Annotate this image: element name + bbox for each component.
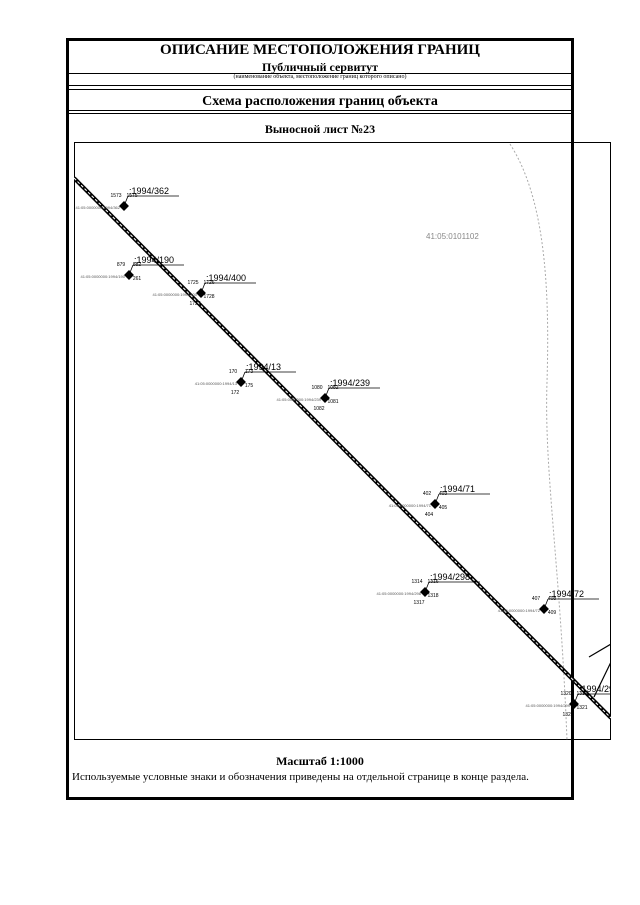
point-number: 882	[133, 262, 142, 268]
adjacent-boundary-line	[593, 661, 611, 698]
point-number: 1082	[327, 385, 338, 391]
point-number: 1573	[110, 193, 121, 199]
point-number: 1728	[203, 294, 214, 300]
point-number: 170	[229, 369, 238, 375]
point-number: 1725	[187, 280, 198, 286]
map-border	[74, 142, 611, 740]
point-number: 1081	[327, 399, 338, 405]
point-number: 879	[117, 262, 126, 268]
servitude-strip-center	[74, 177, 611, 719]
point-number: 1080	[311, 385, 322, 391]
point-number: 1317	[413, 600, 424, 606]
parcel-leader-line	[434, 493, 440, 505]
point-number: 172	[231, 390, 240, 396]
point-number: 1320	[560, 691, 571, 697]
parcel-leader-line	[543, 598, 549, 610]
parcel-cadastral-number: 41:05:0000000:1994/13	[195, 381, 238, 386]
point-number: 1319	[576, 691, 587, 697]
parcel-leader-line	[424, 581, 430, 593]
legend-note: Используемые условные знаки и обозначени…	[72, 771, 529, 783]
point-number: 1314	[411, 579, 422, 585]
parcel-label: :1994/299	[579, 684, 611, 694]
scheme-title: Схема расположения границ объекта	[202, 94, 438, 109]
point-number: 409	[548, 610, 557, 616]
point-number: 402	[423, 491, 432, 497]
divider	[68, 85, 572, 86]
point-number: 1575	[126, 193, 137, 199]
object-caption: (наименование объекта, местоположение гр…	[233, 74, 407, 80]
parcel-cadastral-number: 41:05:0000000:1994/299	[526, 703, 571, 708]
divider	[68, 113, 572, 114]
parcel-cadastral-number: 41:05:0000000:1994/400	[153, 292, 198, 297]
divider	[68, 89, 572, 90]
map-scale: Масштаб 1:1000	[276, 754, 364, 768]
point-number: 1316	[427, 579, 438, 585]
parcel-cadastral-number: 41:05:0000000:1994/362	[76, 205, 121, 210]
parcel-leader-line	[240, 371, 246, 383]
parcel-label: :1994/190	[134, 255, 174, 265]
divider	[68, 110, 572, 111]
point-number: 407	[532, 596, 541, 602]
parcel-leader-line	[128, 264, 134, 276]
parcel-cadastral-number: 41:05:0000000:1994/298	[377, 591, 422, 596]
parcel-label: :1994/72	[549, 589, 584, 599]
document-inner-frame	[68, 40, 572, 798]
point-number: 173	[245, 369, 254, 375]
sheet-title: Выносной лист №23	[264, 122, 376, 136]
point-number: 1726	[203, 280, 214, 286]
parcel-leader-line	[324, 387, 330, 399]
parcel-label: :1994/239	[330, 378, 370, 388]
parcel-label: :1994/298	[430, 572, 470, 582]
parcel-cadastral-number: 41:05:0000000:1994/72	[498, 608, 541, 613]
point-number: 1321	[576, 705, 587, 711]
parcel-label: :1994/71	[440, 484, 475, 494]
document-title: ОПИСАНИЕ МЕСТОПОЛОЖЕНИЯ ГРАНИЦ	[160, 42, 480, 58]
map-area: 41:05:0101102 :1994/362 41:05:0000000:199…	[74, 142, 611, 740]
parcel-label: :1994/362	[129, 186, 169, 196]
parcel-cadastral-number: 41:05:0000000:1994/71	[389, 503, 432, 508]
point-number: 1727	[189, 301, 200, 307]
parcel-cadastral-number: 41:05:0000000:1994/239	[277, 397, 322, 402]
point-number: 408	[548, 596, 557, 602]
divider	[68, 73, 572, 74]
point-number: 175	[245, 383, 254, 389]
parcel-leader-line	[573, 693, 579, 705]
point-number: 1322	[562, 712, 573, 718]
block-label: 41:05:0101102	[426, 232, 479, 241]
adjacent-boundary-line	[588, 643, 611, 658]
point-number: 1318	[427, 593, 438, 599]
parcel-label: :1994/400	[206, 273, 246, 283]
servitude-type: Публичный сервитут	[262, 60, 378, 74]
point-number: 1082	[313, 406, 324, 412]
point-number: 261	[133, 276, 142, 282]
parcel-leader-line	[123, 195, 129, 207]
parcel-leader-line	[200, 282, 206, 294]
parcel-label: :1994/13	[246, 362, 281, 372]
parcel-cadastral-number: 41:05:0000000:1994/190	[81, 274, 126, 279]
point-number: 403	[439, 491, 448, 497]
parcel-boundary-line	[509, 143, 568, 740]
point-number: 404	[425, 512, 434, 518]
document-outer-frame	[66, 38, 574, 800]
point-number: 405	[439, 505, 448, 511]
